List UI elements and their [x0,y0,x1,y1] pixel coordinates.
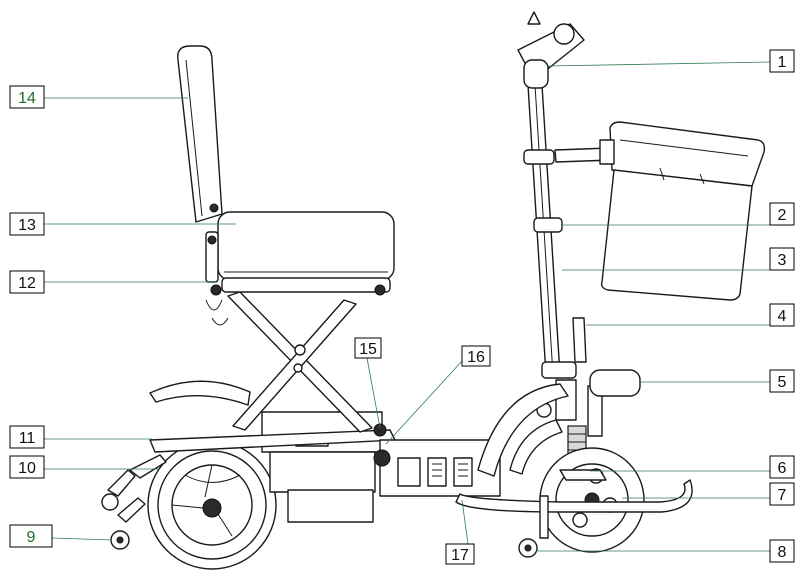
callout-5: 5 [769,369,795,393]
callout-6-number: 6 [778,460,787,477]
scooter-drawing [101,11,766,570]
callout-13-number: 13 [18,217,36,234]
callout-14: 14 [9,85,45,109]
callout-14-number: 14 [18,90,36,107]
callout-7: 7 [769,482,795,506]
rear-fender [149,380,251,406]
callout-16-number: 16 [467,349,485,366]
callout-2-number: 2 [778,207,787,224]
callout-5-number: 5 [778,374,787,391]
callout-3: 3 [769,247,795,271]
seat [205,211,395,326]
callout-8-number: 8 [778,544,787,561]
callout-16: 16 [461,345,491,367]
callout-3-number: 3 [778,252,787,269]
callout-8: 8 [769,539,795,563]
callout-15-number: 15 [359,341,377,358]
callout-13: 13 [9,212,45,236]
callout-10-number: 10 [18,460,36,477]
callout-1: 1 [769,49,795,73]
rear-wheel [147,440,277,570]
callout-11: 11 [9,425,45,449]
callout-17: 17 [445,543,475,565]
callout-4-number: 4 [778,308,787,325]
callout-17-number: 17 [451,547,469,564]
callout-labels: 1 2 3 4 5 6 7 8 [9,49,795,565]
callout-11-number: 11 [19,430,36,447]
steering-column [523,84,613,421]
callout-9-number: 9 [27,529,36,546]
leader-lines [44,61,771,552]
anti-tip-casters [101,454,167,550]
callout-7-number: 7 [778,487,787,504]
callout-12-number: 12 [18,275,36,292]
front-bumper [455,469,693,558]
callout-6: 6 [769,455,795,479]
seat-scissor-frame [227,291,373,433]
callout-2: 2 [769,202,795,226]
backrest [177,45,223,283]
callout-10: 10 [9,455,45,479]
callout-15: 15 [354,337,382,359]
tiller-head [517,11,585,89]
front-wheel [539,447,645,553]
callout-1-number: 1 [778,54,787,71]
callout-4: 4 [769,303,795,327]
front-basket [599,121,766,301]
callout-12: 12 [9,270,45,294]
callout-9: 9 [9,524,53,548]
